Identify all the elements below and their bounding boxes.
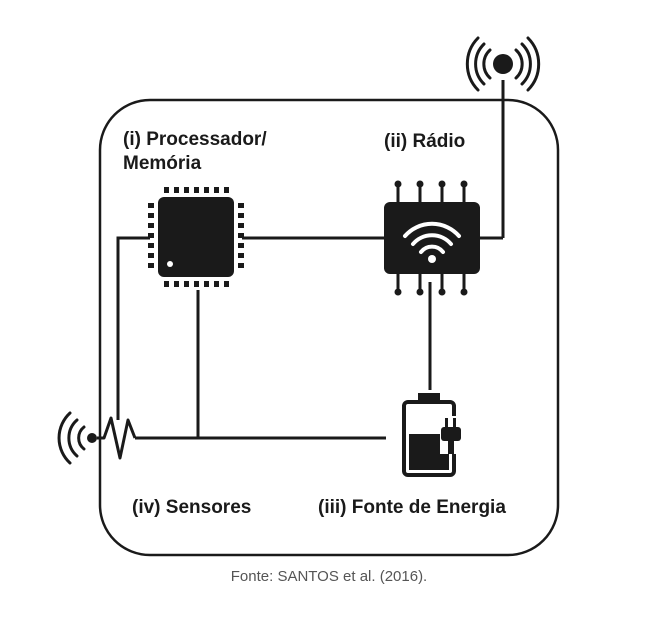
processor-label-line1: (i) Processador/ — [123, 129, 267, 150]
wifi-chip-icon — [384, 180, 480, 296]
radio-label: (ii) Rádio — [384, 131, 466, 152]
microchip-icon — [148, 187, 244, 287]
power-source-label: (iii) Fonte de Energia — [318, 497, 506, 518]
sensor-wave-icon — [57, 411, 137, 465]
sensors-label: (iv) Sensores — [132, 497, 252, 518]
connection-lines — [116, 80, 505, 440]
processor-label-line2: Memória — [123, 153, 202, 174]
node-boundary — [98, 98, 560, 557]
battery-plug-icon — [402, 393, 461, 477]
processor-label: (i) Processador/ Memória — [123, 128, 267, 176]
figure-caption: Fonte: SANTOS et al. (2016). — [230, 568, 428, 585]
antenna-icon — [465, 36, 541, 92]
